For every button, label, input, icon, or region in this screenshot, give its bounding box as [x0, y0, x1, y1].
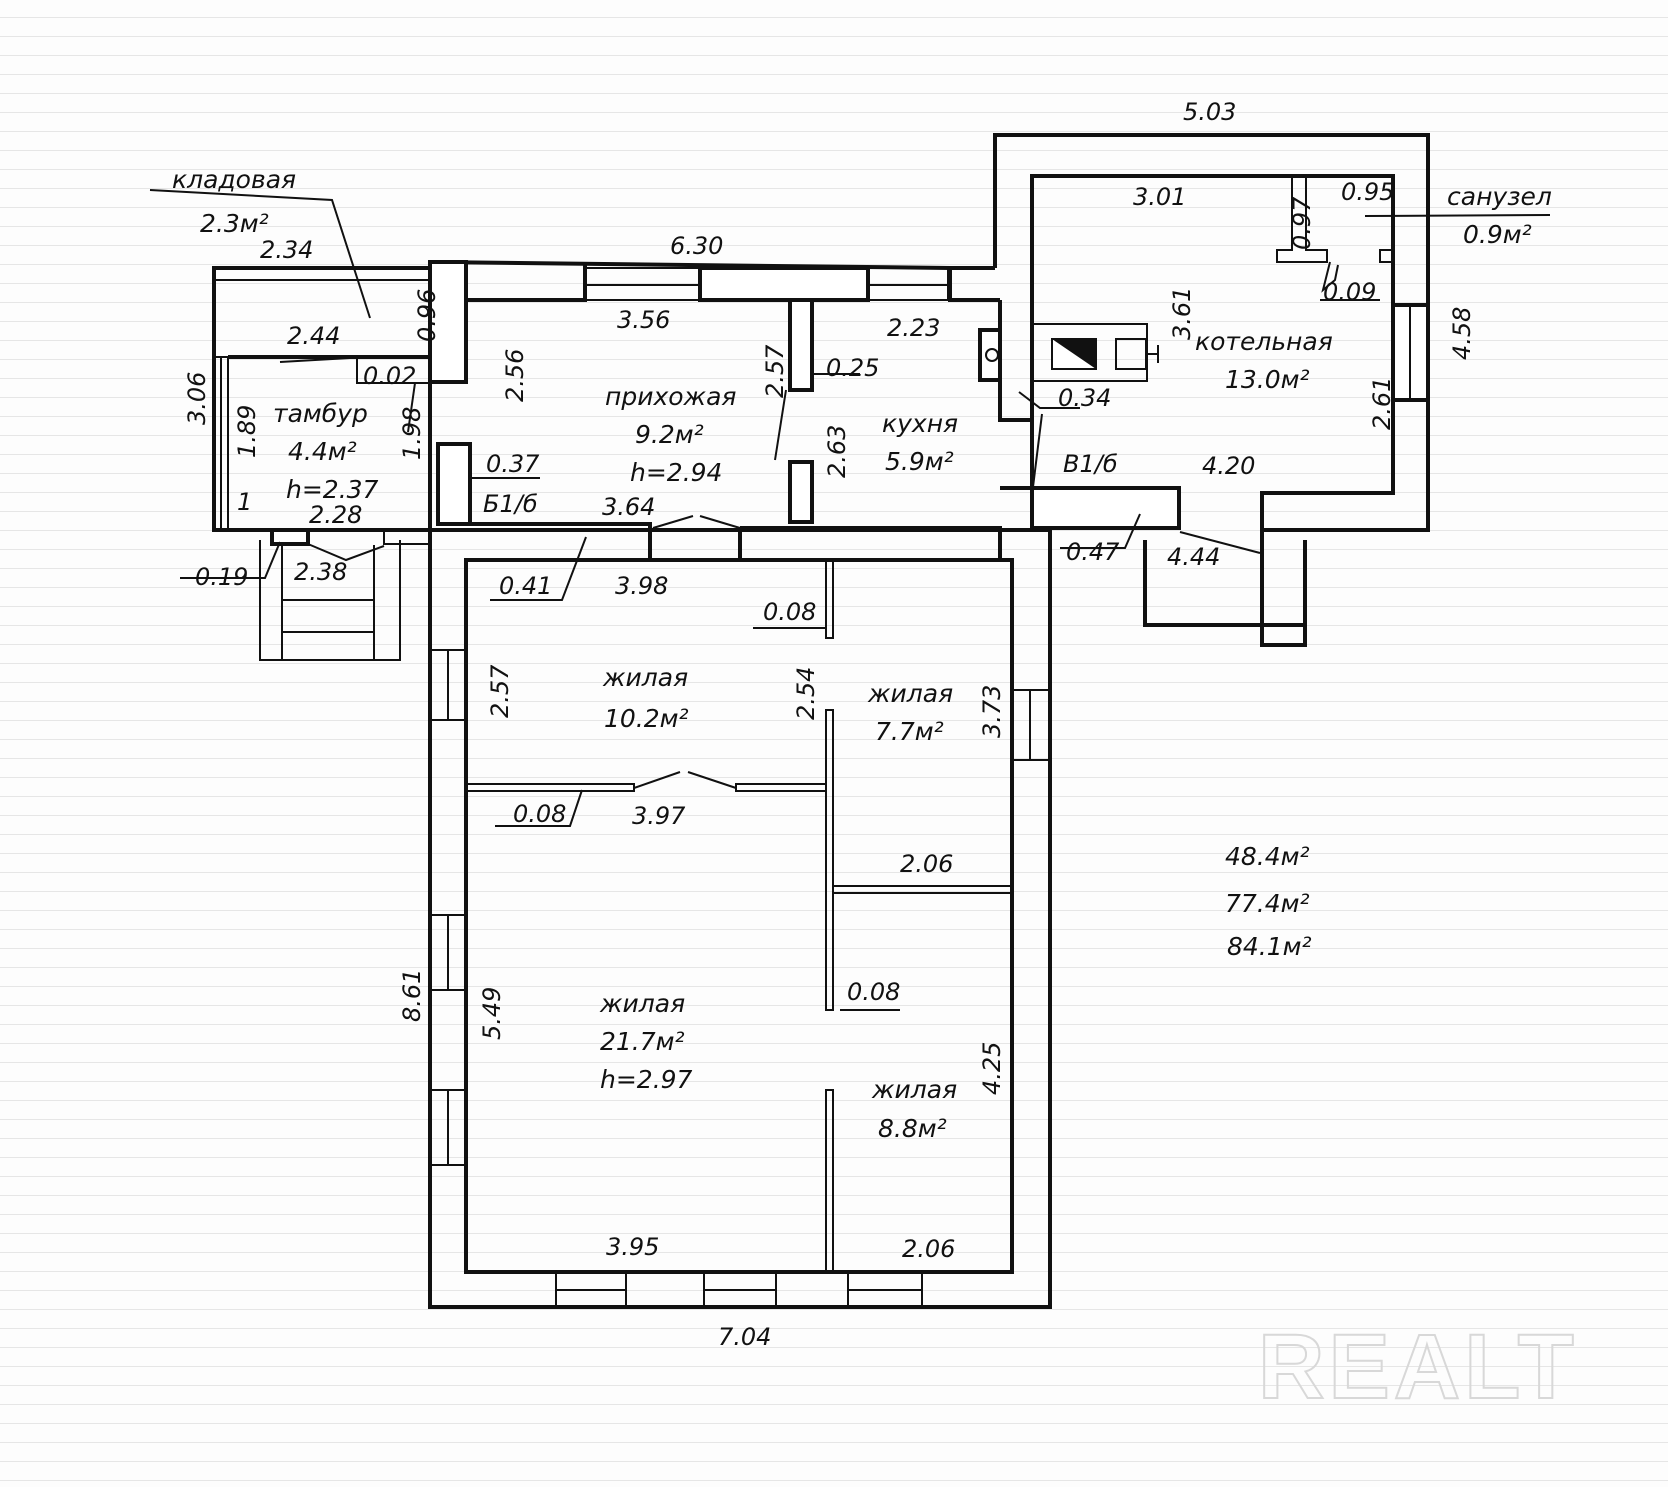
dim-label: 4.20	[1202, 452, 1255, 480]
bathroom-partition	[1276, 176, 1394, 293]
room-label-living-2: жилая 7.7м²	[867, 679, 953, 746]
dim-label: 2.63	[823, 425, 851, 478]
room-label-boiler-room: котельная 13.0м²	[1195, 327, 1333, 394]
room-area: 2.3м²	[200, 209, 269, 238]
vertical-dimension-labels: 0.97 3.61 4.58 2.61 2.57 2.56 2.63 0.96 …	[183, 196, 1476, 1095]
room-label-living-3: жилая 21.7м² h=2.97	[599, 989, 693, 1094]
dim-label: 8.61	[398, 969, 426, 1022]
room-name: тамбур	[273, 399, 368, 428]
room-name: жилая	[599, 989, 685, 1018]
dim-label: 0.09	[1323, 278, 1376, 306]
dim-label: 2.34	[260, 236, 313, 264]
dim-label: 0.95	[1341, 178, 1394, 206]
room-height: h=2.94	[630, 458, 722, 487]
dim-label: 0.97	[1288, 196, 1316, 250]
dim-label: 5.03	[1183, 98, 1236, 126]
vestibule-walls	[212, 266, 432, 661]
area-totals: 48.4м² 77.4м² 84.1м²	[1225, 842, 1312, 961]
room-name: жилая	[871, 1075, 957, 1104]
dim-label: 2.54	[792, 667, 820, 720]
dim-label: 0.08	[513, 800, 566, 828]
dim-label: 3.64	[602, 493, 655, 521]
dim-label: 0.41	[499, 572, 552, 600]
room-height: h=2.97	[600, 1065, 693, 1094]
dim-label: 7.04	[718, 1323, 771, 1351]
dim-label: 2.57	[486, 664, 514, 718]
dim-label: 4.58	[1448, 307, 1476, 360]
dim-label: 2.57	[761, 344, 789, 398]
room-name: жилая	[602, 663, 688, 692]
dim-label: 0.47	[1066, 538, 1120, 566]
dim-label: 3.56	[617, 306, 670, 334]
dim-label: 2.61	[1368, 377, 1396, 430]
dim-label: 1.98	[398, 407, 426, 460]
dim-label: 3.01	[1133, 183, 1186, 211]
room-area: 7.7м²	[875, 717, 944, 746]
dim-label: 0.37	[486, 450, 540, 478]
dimension-labels: 5.03 3.01 0.95 0.09 4.20 4.44 0.47 0.34 …	[195, 98, 1394, 1351]
dim-label: 2.06	[900, 850, 953, 878]
dim-label: 2.06	[902, 1235, 955, 1263]
dim-label: 0.25	[826, 354, 879, 382]
boiler-stove-icon	[1031, 323, 1159, 382]
room-label-hallway: прихожая 9.2м² h=2.94	[605, 382, 736, 487]
room-area: 5.9м²	[885, 447, 954, 476]
dim-label: 2.23	[887, 314, 940, 342]
room-area: 10.2м²	[604, 704, 689, 733]
dim-label: 1	[237, 488, 252, 516]
room-name: жилая	[867, 679, 953, 708]
dim-label: 3.06	[183, 372, 211, 425]
dim-label: 6.30	[670, 232, 723, 260]
dim-label: Б1/б	[483, 490, 538, 518]
room-area: 4.4м²	[288, 437, 357, 466]
room-name: котельная	[1195, 327, 1333, 356]
dim-label: В1/б	[1063, 450, 1118, 478]
room-area: 8.8м²	[878, 1114, 947, 1143]
dim-label: 2.38	[294, 558, 347, 586]
room-area: 9.2м²	[635, 420, 704, 449]
room-height: h=2.37	[286, 475, 379, 504]
dim-label: 2.28	[309, 501, 362, 529]
leader-lines	[149, 189, 1551, 1011]
dim-label: 4.44	[1167, 543, 1220, 571]
dim-label: 4.25	[978, 1042, 1006, 1095]
dim-label: 3.98	[615, 572, 668, 600]
dim-label: 3.95	[606, 1233, 659, 1261]
room-label-living-4: жилая 8.8м²	[871, 1075, 957, 1143]
room-area: 21.7м²	[600, 1027, 685, 1056]
room-label-kitchen: кухня 5.9м²	[882, 409, 958, 476]
room-name: кухня	[882, 409, 958, 438]
total-usable-area: 77.4м²	[1225, 889, 1310, 918]
room-area: 13.0м²	[1225, 365, 1310, 394]
room-name: прихожая	[605, 382, 736, 411]
dim-label: 3.97	[632, 802, 686, 830]
dim-label: 2.44	[287, 322, 340, 350]
hallway-walls	[428, 260, 1002, 600]
dim-label: 5.49	[478, 987, 506, 1040]
dim-label: 0.96	[413, 289, 441, 342]
living-area-walls	[428, 528, 1052, 1309]
dim-label: 3.73	[978, 685, 1006, 738]
realt-watermark-logo: REALT	[1258, 1316, 1578, 1418]
dim-label: 1.89	[233, 405, 261, 458]
room-name: кладовая	[172, 165, 296, 194]
dim-label: 0.34	[1058, 384, 1111, 412]
room-name: санузел	[1447, 182, 1552, 211]
room-label-storage: кладовая 2.3м²	[172, 165, 296, 238]
dim-label: 0.02	[363, 362, 416, 390]
dim-label: 2.56	[501, 349, 529, 402]
dim-label: 0.08	[847, 978, 900, 1006]
room-label-living-1: жилая 10.2м²	[602, 663, 689, 733]
total-area: 84.1м²	[1227, 932, 1312, 961]
room-label-vestibule: тамбур 4.4м² h=2.37	[273, 399, 379, 504]
dim-label: 3.61	[1168, 287, 1196, 340]
dim-label: 0.19	[195, 563, 248, 591]
room-area: 0.9м²	[1463, 220, 1532, 249]
dim-label: 0.08	[763, 598, 816, 626]
room-label-bathroom: санузел 0.9м²	[1447, 182, 1552, 249]
total-living-area: 48.4м²	[1225, 842, 1310, 871]
